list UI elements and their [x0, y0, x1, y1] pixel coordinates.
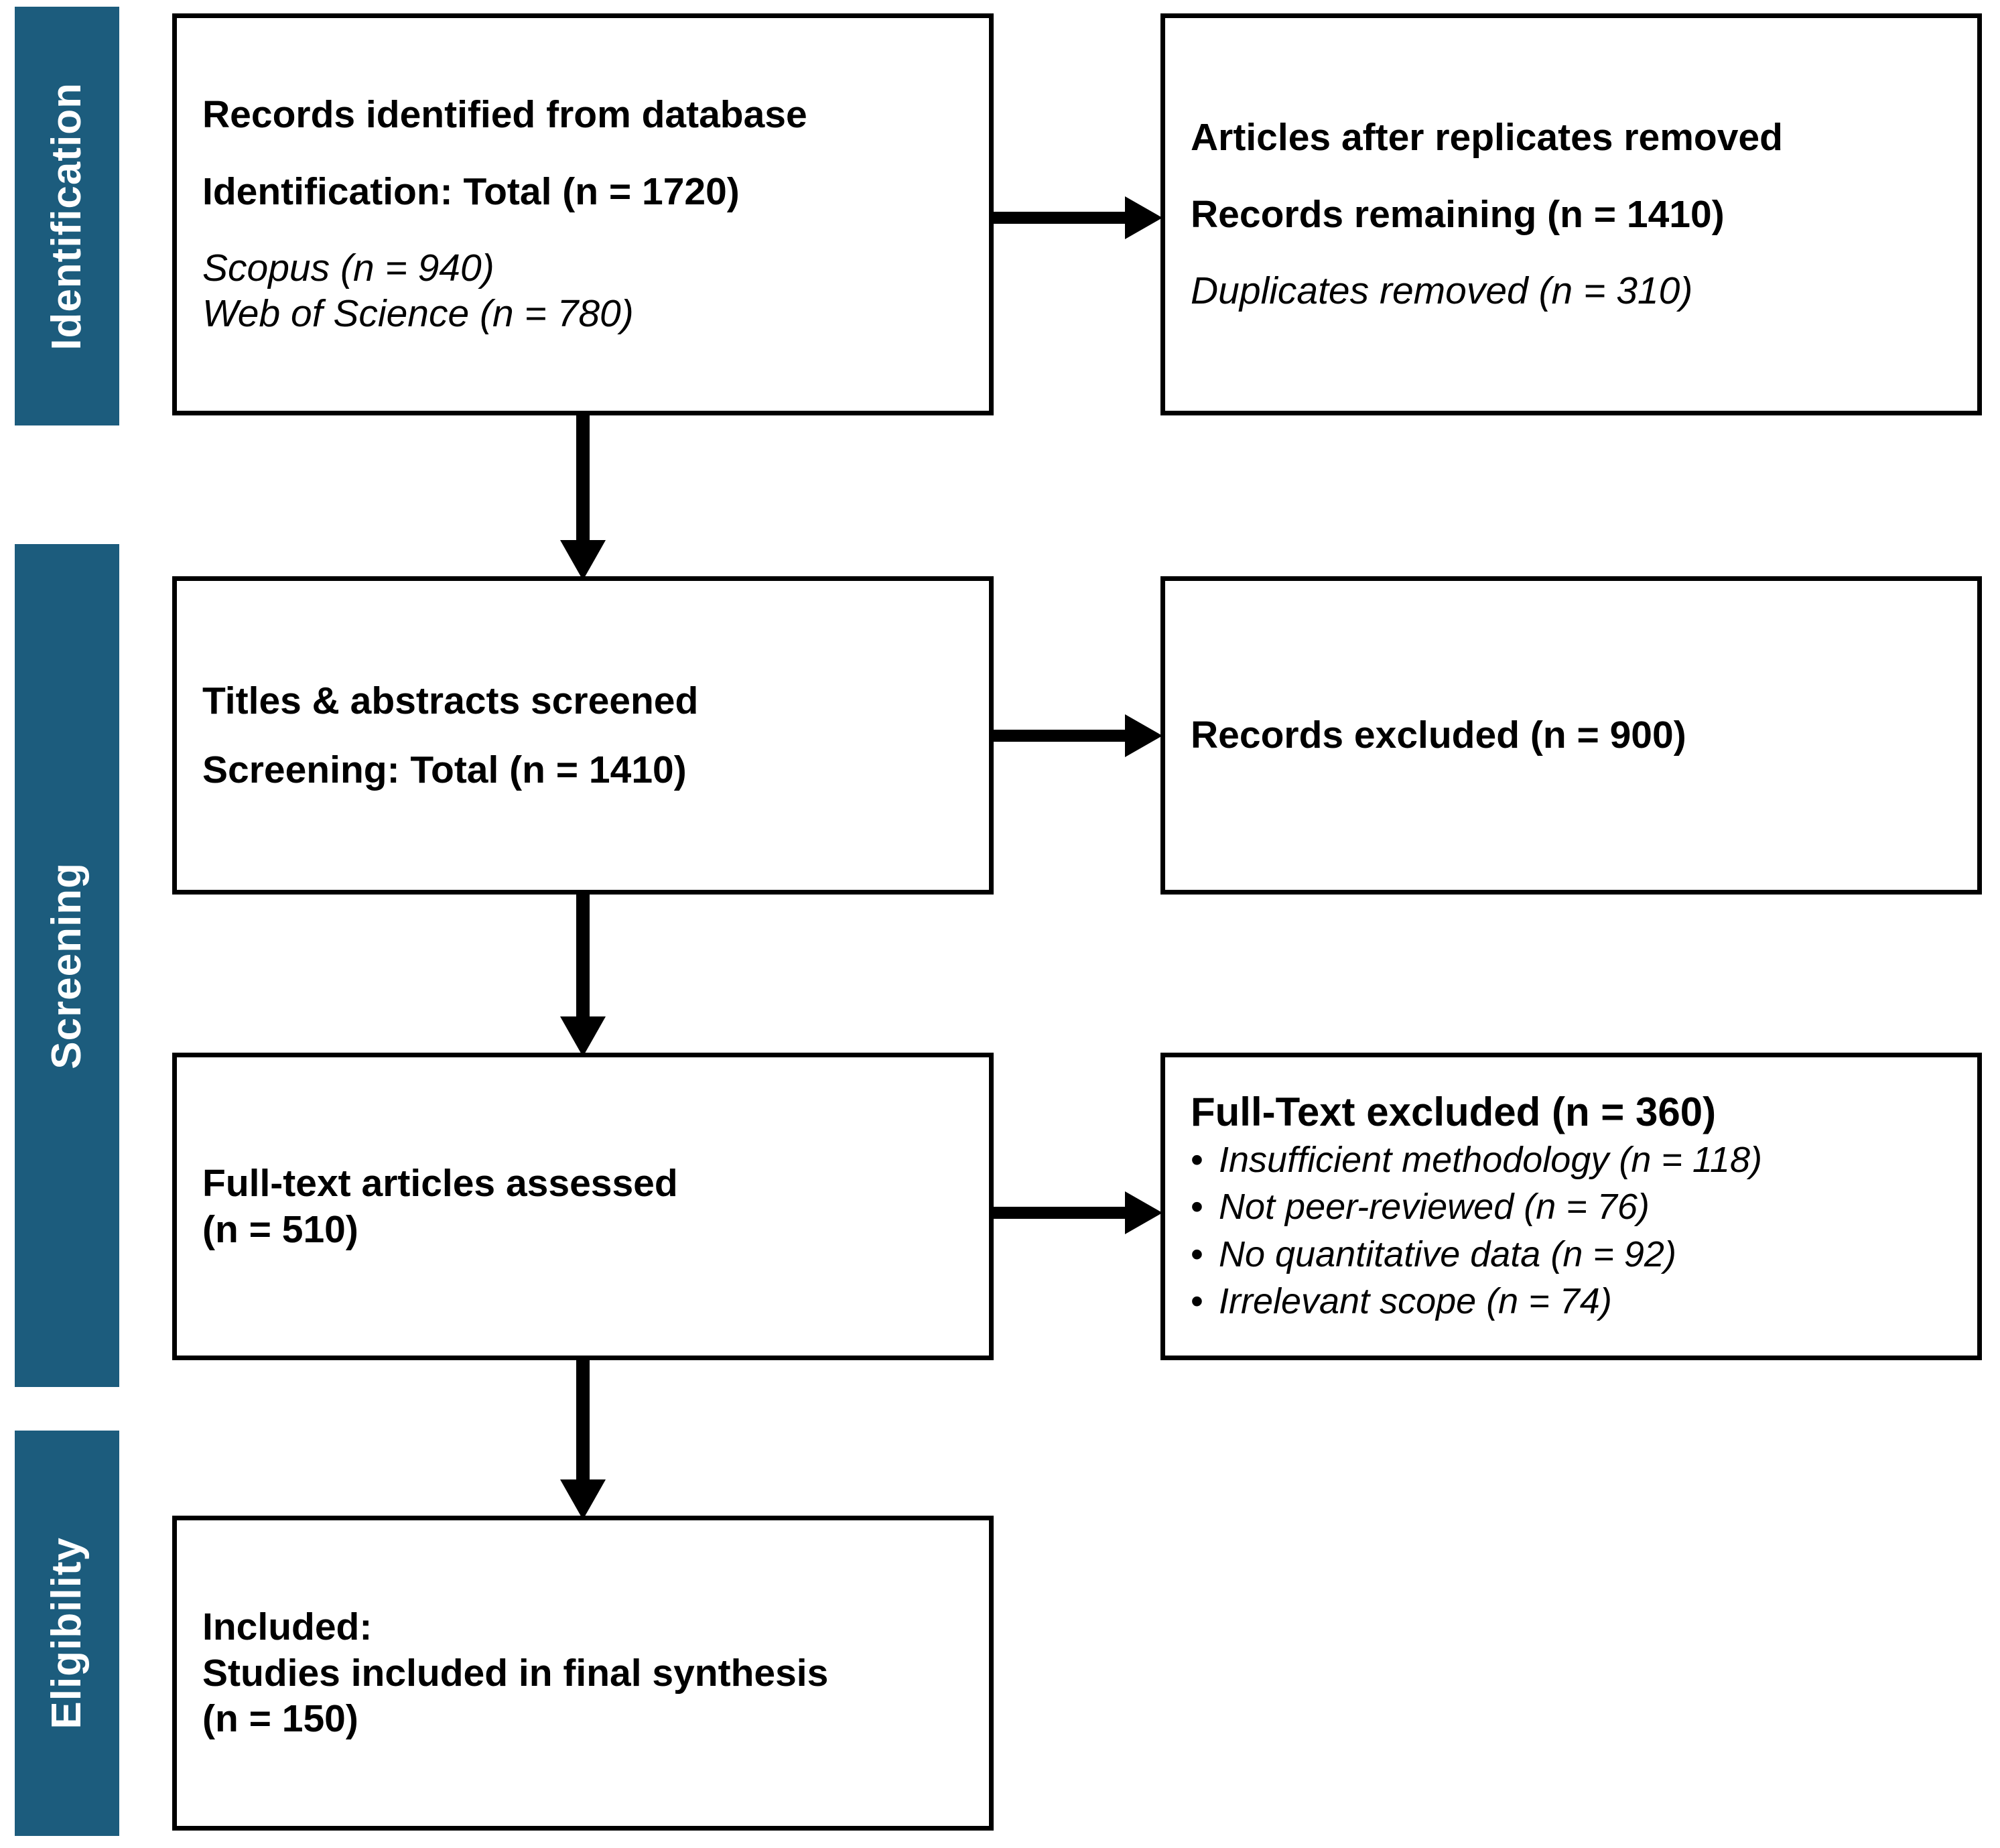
box-full-text-assessed: Full-text articles assessed (n = 510) [172, 1053, 994, 1360]
arrow-identified-to-replicates [994, 191, 1162, 245]
spacer [1191, 237, 1952, 268]
arrow-screened-to-excluded [994, 709, 1162, 763]
arrow-identified-to-screened [556, 414, 610, 580]
records-identified-total: Identification: Total (n = 1720) [202, 170, 740, 213]
phase-bar-identification: Identification [15, 7, 119, 425]
arrow-full-text-to-full-text-excluded [994, 1186, 1162, 1240]
articles-after-replicates-heading: Articles after replicates removed [1191, 116, 1783, 159]
phase-label-screening: Screening [44, 862, 90, 1069]
records-excluded-heading: Records excluded (n = 900) [1191, 714, 1686, 757]
spacer [202, 724, 963, 747]
box-included-final-synthesis: Included: Studies included in final synt… [172, 1516, 994, 1831]
records-identified-source-scopus: Scopus (n = 940) [202, 247, 494, 289]
titles-abstracts-heading: Titles & abstracts screened [202, 679, 699, 723]
box-full-text-excluded: Full-Text excluded (n = 360) Insufficien… [1160, 1053, 1982, 1360]
phase-bar-screening: Screening [15, 544, 119, 1387]
phase-bar-eligibility: Eligibility [15, 1431, 119, 1836]
list-item: Irrelevant scope (n = 74) [1191, 1278, 1952, 1325]
included-heading: Studies included in final synthesis [202, 1651, 829, 1695]
spacer [202, 214, 963, 245]
spacer [202, 138, 963, 169]
list-item: Insufficient methodology (n = 118) [1191, 1136, 1952, 1183]
included-count: (n = 150) [202, 1697, 358, 1741]
arrow-full-text-to-included [556, 1359, 610, 1520]
full-text-assessed-count: (n = 510) [202, 1207, 358, 1251]
articles-after-replicates-duplicates: Duplicates removed (n = 310) [1191, 269, 1693, 313]
box-articles-after-replicates: Articles after replicates removed Record… [1160, 13, 1982, 415]
included-label: Included: [202, 1605, 373, 1649]
full-text-assessed-heading: Full-text articles assessed [202, 1162, 678, 1205]
records-identified-source-wos: Web of Science (n = 780) [202, 292, 634, 336]
box-records-identified: Records identified from database Identif… [172, 13, 994, 415]
list-item: Not peer-reviewed (n = 76) [1191, 1183, 1952, 1230]
box-records-excluded: Records excluded (n = 900) [1160, 576, 1982, 895]
titles-abstracts-total: Screening: Total (n = 1410) [202, 748, 687, 791]
phase-label-eligibility: Eligibility [44, 1537, 90, 1729]
articles-after-replicates-remaining: Records remaining (n = 1410) [1191, 192, 1725, 236]
full-text-excluded-heading: Full-Text excluded (n = 360) [1191, 1090, 1717, 1135]
list-item: No quantitative data (n = 92) [1191, 1231, 1952, 1278]
arrow-screened-to-full-text [556, 893, 610, 1057]
box-titles-abstracts-screened: Titles & abstracts screened Screening: T… [172, 576, 994, 895]
phase-label-identification: Identification [44, 82, 90, 350]
spacer [1191, 161, 1952, 192]
full-text-excluded-reason-list: Insufficient methodology (n = 118) Not p… [1191, 1136, 1952, 1325]
records-identified-heading: Records identified from database [202, 93, 807, 137]
